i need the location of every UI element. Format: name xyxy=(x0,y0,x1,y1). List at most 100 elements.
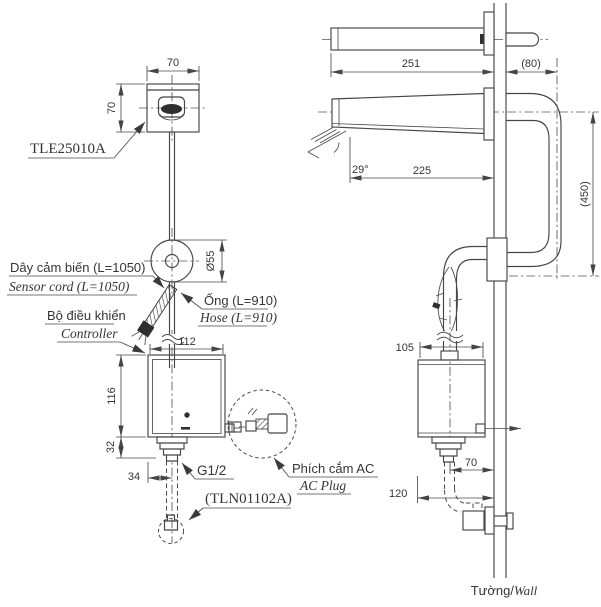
sensor-lens xyxy=(161,104,182,114)
sensor-cord-vi: Dây cảm biến (L=1050) xyxy=(10,260,146,275)
spout-body xyxy=(331,92,485,135)
wall-plate xyxy=(486,237,508,282)
controller-indicator xyxy=(181,427,190,430)
escutcheon xyxy=(150,239,194,283)
spout-side-detail xyxy=(322,11,548,56)
valve-flange xyxy=(484,506,495,535)
front-centerlines xyxy=(139,75,206,543)
hose-break-mask xyxy=(161,334,184,344)
dim-controller-width: 112 xyxy=(149,336,224,354)
leader-line xyxy=(113,121,146,159)
spout-body-lines xyxy=(331,99,485,130)
hose-break-symbol xyxy=(161,334,185,345)
drain-pipe-front xyxy=(166,461,178,519)
label-spout-code: (TLN01102A) xyxy=(188,491,292,521)
escutcheon-circle xyxy=(150,239,194,283)
spout-target-circle xyxy=(158,518,184,544)
wall-lines xyxy=(493,3,507,578)
sensor-lens-edge xyxy=(160,114,183,121)
ac-detail-circle xyxy=(227,389,297,459)
dim-spout-length-value: 251 xyxy=(402,58,420,70)
ac-plug-connector xyxy=(245,420,257,432)
dim-spout-reach: 225 xyxy=(349,137,494,183)
dim-controller-depth-value: 105 xyxy=(396,342,414,354)
cord-plug xyxy=(137,320,155,338)
side-view: Tường/Wall 251 (80) xyxy=(307,3,599,598)
outlet-fitting-side xyxy=(431,436,466,463)
spout-detail-circle xyxy=(158,514,184,544)
controller-body xyxy=(147,354,226,438)
dim-outlet-offset: 34 xyxy=(128,462,172,483)
front-view: 70 70 TLE25010A Ø55 xyxy=(7,57,378,544)
ac-plug-details xyxy=(231,407,258,432)
label-product-code: TLE25010A xyxy=(28,121,146,159)
dim-sensor-width-value: 70 xyxy=(167,57,179,69)
wall-label: Tường/Wall xyxy=(471,583,538,598)
label-controller: Bộ điều khiển Controller xyxy=(45,308,146,354)
hose-vi: Ống (L=910) xyxy=(204,293,277,308)
leader-line xyxy=(180,292,203,310)
dim-controller-height: 116 xyxy=(106,354,146,438)
dim-outlet-height-value: 32 xyxy=(105,441,117,453)
label-ac-plug: Phích cắm AC AC Plug xyxy=(273,457,378,495)
pipe-break-mask xyxy=(436,331,463,341)
label-hose: Ống (L=910) Hose (L=910) xyxy=(180,292,277,327)
leader-line xyxy=(188,507,204,521)
ac-plug-vi: Phích cắm AC xyxy=(292,461,374,476)
dim-controller-height-value: 116 xyxy=(106,387,118,405)
spout-setscrew xyxy=(480,34,484,44)
valve-stems xyxy=(466,502,483,511)
dim-wall-recess-value: (80) xyxy=(521,58,541,70)
leader-line xyxy=(119,341,146,354)
controller-front xyxy=(147,354,226,438)
water-stream: 29° xyxy=(307,127,369,176)
dim-spout-length: 251 xyxy=(330,53,494,77)
escutcheon-hole xyxy=(164,253,180,269)
dim-drain-to-wall-value: 70 xyxy=(465,457,477,469)
controller-side-lines xyxy=(418,364,485,434)
valve-body xyxy=(462,510,485,531)
dim-outlet-height: 32 xyxy=(105,437,156,459)
controller-en: Controller xyxy=(61,326,118,341)
sensor-body xyxy=(146,83,200,133)
dim-sensor-width: 70 xyxy=(146,57,200,81)
dim-wall-recess: (80) xyxy=(506,58,557,75)
dim-spout-reach-value: 225 xyxy=(413,165,431,177)
dim-supply-height: (450) xyxy=(509,112,599,277)
ac-plug-detail xyxy=(224,389,297,459)
dim-controller-to-wall: 120 xyxy=(389,476,494,503)
stream-lines xyxy=(310,127,341,144)
spout-installed xyxy=(318,58,599,337)
angle-annotation xyxy=(307,130,347,159)
wall-label-en: Wall xyxy=(514,583,538,598)
controller-vi: Bộ điều khiển xyxy=(47,308,126,323)
dim-controller-to-wall-value: 120 xyxy=(389,488,407,500)
sensor-cord-en: Sensor cord (L=1050) xyxy=(9,279,130,294)
supply-pipe-outer xyxy=(506,92,562,268)
sensor-cord-side xyxy=(432,266,463,335)
valve-through-wall xyxy=(493,515,508,527)
supply-pipe-inner xyxy=(506,119,550,254)
dim-escutcheon-value: Ø55 xyxy=(205,251,217,272)
spout-flange xyxy=(483,11,495,56)
label-thread-size: G1/2 xyxy=(181,462,234,480)
controller-side-body xyxy=(417,359,486,438)
stop-valve xyxy=(462,502,514,535)
dim-stream-angle-value: 29° xyxy=(352,164,369,176)
sensor-hose-upper xyxy=(168,132,176,240)
spout-shank xyxy=(505,32,540,47)
leader-line xyxy=(181,462,196,480)
controller-led xyxy=(184,412,190,418)
spout-tube xyxy=(330,27,485,51)
ac-plug-en: AC Plug xyxy=(299,478,346,493)
spout-wall-flange xyxy=(483,87,495,141)
front-pipe-inner xyxy=(455,258,487,337)
spout-connector xyxy=(163,514,179,531)
sensor-unit-front xyxy=(146,83,200,133)
hose-en: Hose (L=910) xyxy=(199,310,277,325)
dim-supply-height-value: (450) xyxy=(579,181,591,207)
leader-line xyxy=(273,457,290,478)
product-code-text: TLE25010A xyxy=(30,141,106,157)
outlet-fitting-front xyxy=(156,436,188,462)
dim-sensor-height-value: 70 xyxy=(106,102,118,114)
